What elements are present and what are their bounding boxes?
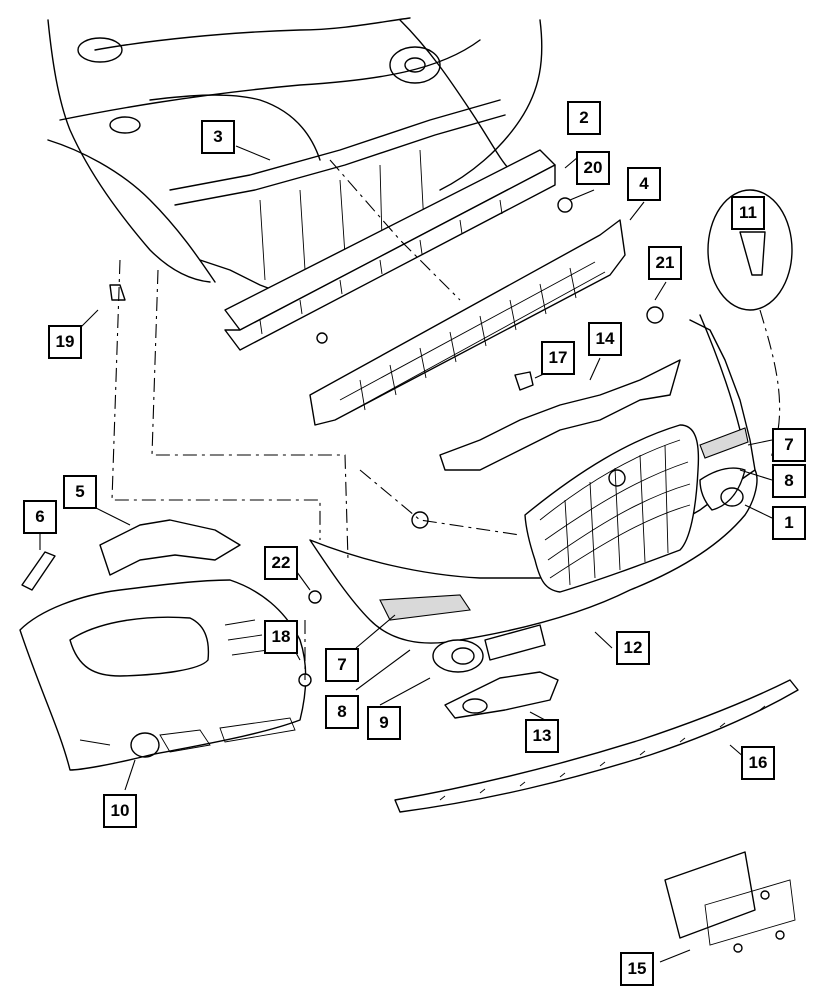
callout-5: 5 xyxy=(63,475,97,509)
callout-14: 14 xyxy=(588,322,622,356)
callout-8-right: 8 xyxy=(772,464,806,498)
callout-8-left: 8 xyxy=(325,695,359,729)
callout-12: 12 xyxy=(616,631,650,665)
clip-detail xyxy=(707,189,793,311)
callout-13: 13 xyxy=(525,719,559,753)
grille xyxy=(524,424,700,593)
callout-6: 6 xyxy=(23,500,57,534)
callout-7-right: 7 xyxy=(772,428,806,462)
bumper-reinforcement-beam xyxy=(224,149,556,351)
callout-21: 21 xyxy=(648,246,682,280)
callout-11: 11 xyxy=(731,196,765,230)
air-deflector-shield xyxy=(439,359,681,471)
lamp-bracket xyxy=(99,519,241,576)
callout-2: 2 xyxy=(567,101,601,135)
callout-9: 9 xyxy=(367,706,401,740)
lower-air-dam xyxy=(394,679,799,813)
callout-17: 17 xyxy=(541,341,575,375)
energy-absorber xyxy=(309,219,626,426)
fasteners xyxy=(109,197,664,687)
callout-20: 20 xyxy=(576,151,610,185)
callout-4: 4 xyxy=(627,167,661,201)
callout-22: 22 xyxy=(264,546,298,580)
license-plate-bracket xyxy=(664,851,796,953)
callout-3: 3 xyxy=(201,120,235,154)
callout-15: 15 xyxy=(620,952,654,986)
callout-1: 1 xyxy=(772,506,806,540)
vehicle-front-structure xyxy=(47,17,543,301)
callout-19: 19 xyxy=(48,325,82,359)
fascia-rear-view xyxy=(19,579,307,771)
callout-7-left: 7 xyxy=(325,648,359,682)
fog-lamp-bracket xyxy=(444,671,559,719)
callout-10: 10 xyxy=(103,794,137,828)
side-marker-lamp xyxy=(21,551,56,591)
callout-18: 18 xyxy=(264,620,298,654)
callout-16: 16 xyxy=(741,746,775,780)
